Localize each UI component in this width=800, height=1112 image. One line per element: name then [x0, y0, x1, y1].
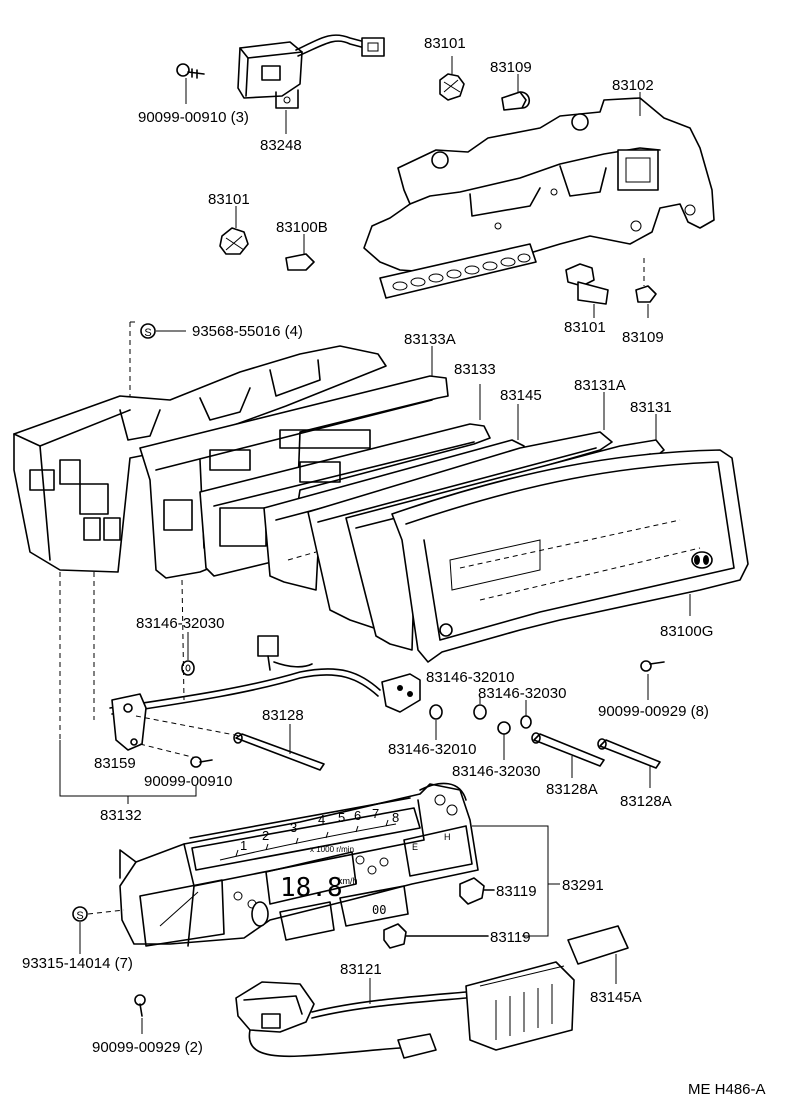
part-label: 83248 [260, 137, 302, 154]
screw-icon [640, 660, 665, 672]
part-label: 83132 [100, 807, 142, 824]
part-label: 83128 [262, 707, 304, 724]
part-label: 83119 [496, 883, 537, 900]
part-label: 83102 [612, 77, 654, 94]
gauge-mark: 3 [290, 820, 297, 835]
part-label: 83146-32030 [452, 763, 540, 780]
part-label: 93315-14014 (7) [22, 955, 133, 972]
shaft-83128 [233, 732, 325, 771]
part-label: 83101 [208, 191, 250, 208]
speed-unit: km/h [338, 876, 358, 886]
printed-circuit-board-83102 [363, 97, 715, 299]
rpm-unit: x 1000 r/min [310, 845, 354, 854]
connector-switch-83248 [237, 34, 385, 109]
shaft-83128A [597, 738, 661, 769]
wire-harness-83121 [235, 961, 575, 1059]
part-label: 83121 [340, 961, 382, 978]
part-label: 83128A [620, 793, 672, 810]
bulb-socket-icon [459, 877, 495, 905]
symbol-marker: S [140, 323, 156, 339]
washer-icon [181, 660, 195, 676]
part-label: 83159 [94, 755, 136, 772]
screw-icon [134, 994, 146, 1017]
bracket-83159 [111, 693, 147, 751]
gauge-mark: 5 [338, 810, 345, 825]
part-label: 83100B [276, 219, 328, 236]
gauge-mark: 8 [392, 810, 399, 825]
part-label: 83145A [590, 989, 642, 1006]
screw-icon [190, 756, 213, 768]
part-label: 83291 [562, 877, 604, 894]
temp-mark: H [444, 832, 451, 842]
part-label: 83133 [454, 361, 496, 378]
cluster-lens-83100G [391, 449, 749, 663]
part-label: 83101 [424, 35, 466, 52]
part-label: 83131 [630, 399, 672, 416]
fuel-mark: E [412, 842, 418, 852]
bulb-socket-icon [565, 263, 609, 305]
leader-line [472, 825, 549, 937]
part-label: 83131A [574, 377, 626, 394]
wire-harness [109, 635, 421, 715]
dashed-guide [87, 909, 125, 915]
bulb-icon [285, 253, 315, 271]
part-label: 83146-32030 [478, 685, 566, 702]
part-label: 83119 [490, 929, 531, 946]
speed-digits: 18.8 [280, 873, 343, 903]
bulb-socket-icon [383, 923, 489, 949]
part-label: 83133A [404, 331, 456, 348]
odo-digits: 00 [372, 903, 386, 917]
part-label: 90099-00929 (2) [92, 1039, 203, 1056]
part-label: 90099-00910 [144, 773, 232, 790]
part-label: 83109 [490, 59, 532, 76]
part-label: 83128A [546, 781, 598, 798]
part-label: 93568-55016 (4) [192, 323, 303, 340]
gauge-mark: 7 [372, 806, 379, 821]
part-label: 83145 [500, 387, 542, 404]
gauge-mark: 2 [262, 828, 269, 843]
shaft-83128A [531, 732, 605, 767]
bulb-icon [635, 285, 657, 303]
symbol-letter: S [76, 910, 83, 922]
diagram-code: ME H486-A [688, 1081, 766, 1098]
bulb-socket-icon [219, 227, 249, 255]
part-label: 90099-00929 (8) [598, 703, 709, 720]
part-label: 83100G [660, 623, 713, 640]
part-label: 83146-32010 [426, 669, 514, 686]
part-label: 83101 [564, 319, 606, 336]
part-label: 83146-32010 [388, 741, 476, 758]
dashed-guide [135, 715, 241, 737]
bulb-icon [501, 91, 531, 111]
symbol-letter: S [144, 327, 151, 339]
gauge-mark: 6 [354, 808, 361, 823]
symbol-marker: S [72, 906, 88, 922]
gauge-mark: 4 [318, 812, 325, 827]
cover-83145A [567, 925, 629, 965]
cluster-case-83132 [13, 345, 387, 573]
screw-icon [176, 63, 205, 79]
part-label: 83146-32030 [136, 615, 224, 632]
dashed-guide [181, 579, 185, 701]
bulb-socket-icon [439, 73, 465, 101]
gauge-mark: 1 [240, 838, 247, 853]
meter-assembly-83291 [119, 782, 479, 947]
washer-icon [429, 704, 532, 735]
part-label: 90099-00910 (3) [138, 109, 249, 126]
dashed-guide [139, 743, 197, 759]
part-label: 83109 [622, 329, 664, 346]
